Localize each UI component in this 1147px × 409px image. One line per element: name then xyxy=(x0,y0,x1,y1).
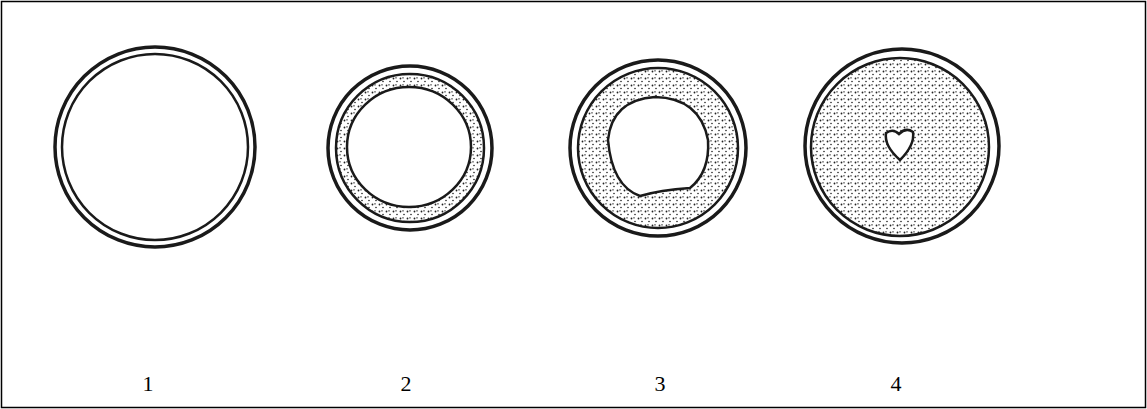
callout-number: 4 xyxy=(891,373,902,395)
artery-cross-section xyxy=(805,49,999,243)
artery-cross-section xyxy=(570,60,746,236)
callout-number: 1 xyxy=(143,373,154,395)
callout-number: 2 xyxy=(401,373,412,395)
artery-cross-section xyxy=(328,66,492,230)
callout-number: 3 xyxy=(655,373,666,395)
artery-cross-section xyxy=(55,47,255,247)
